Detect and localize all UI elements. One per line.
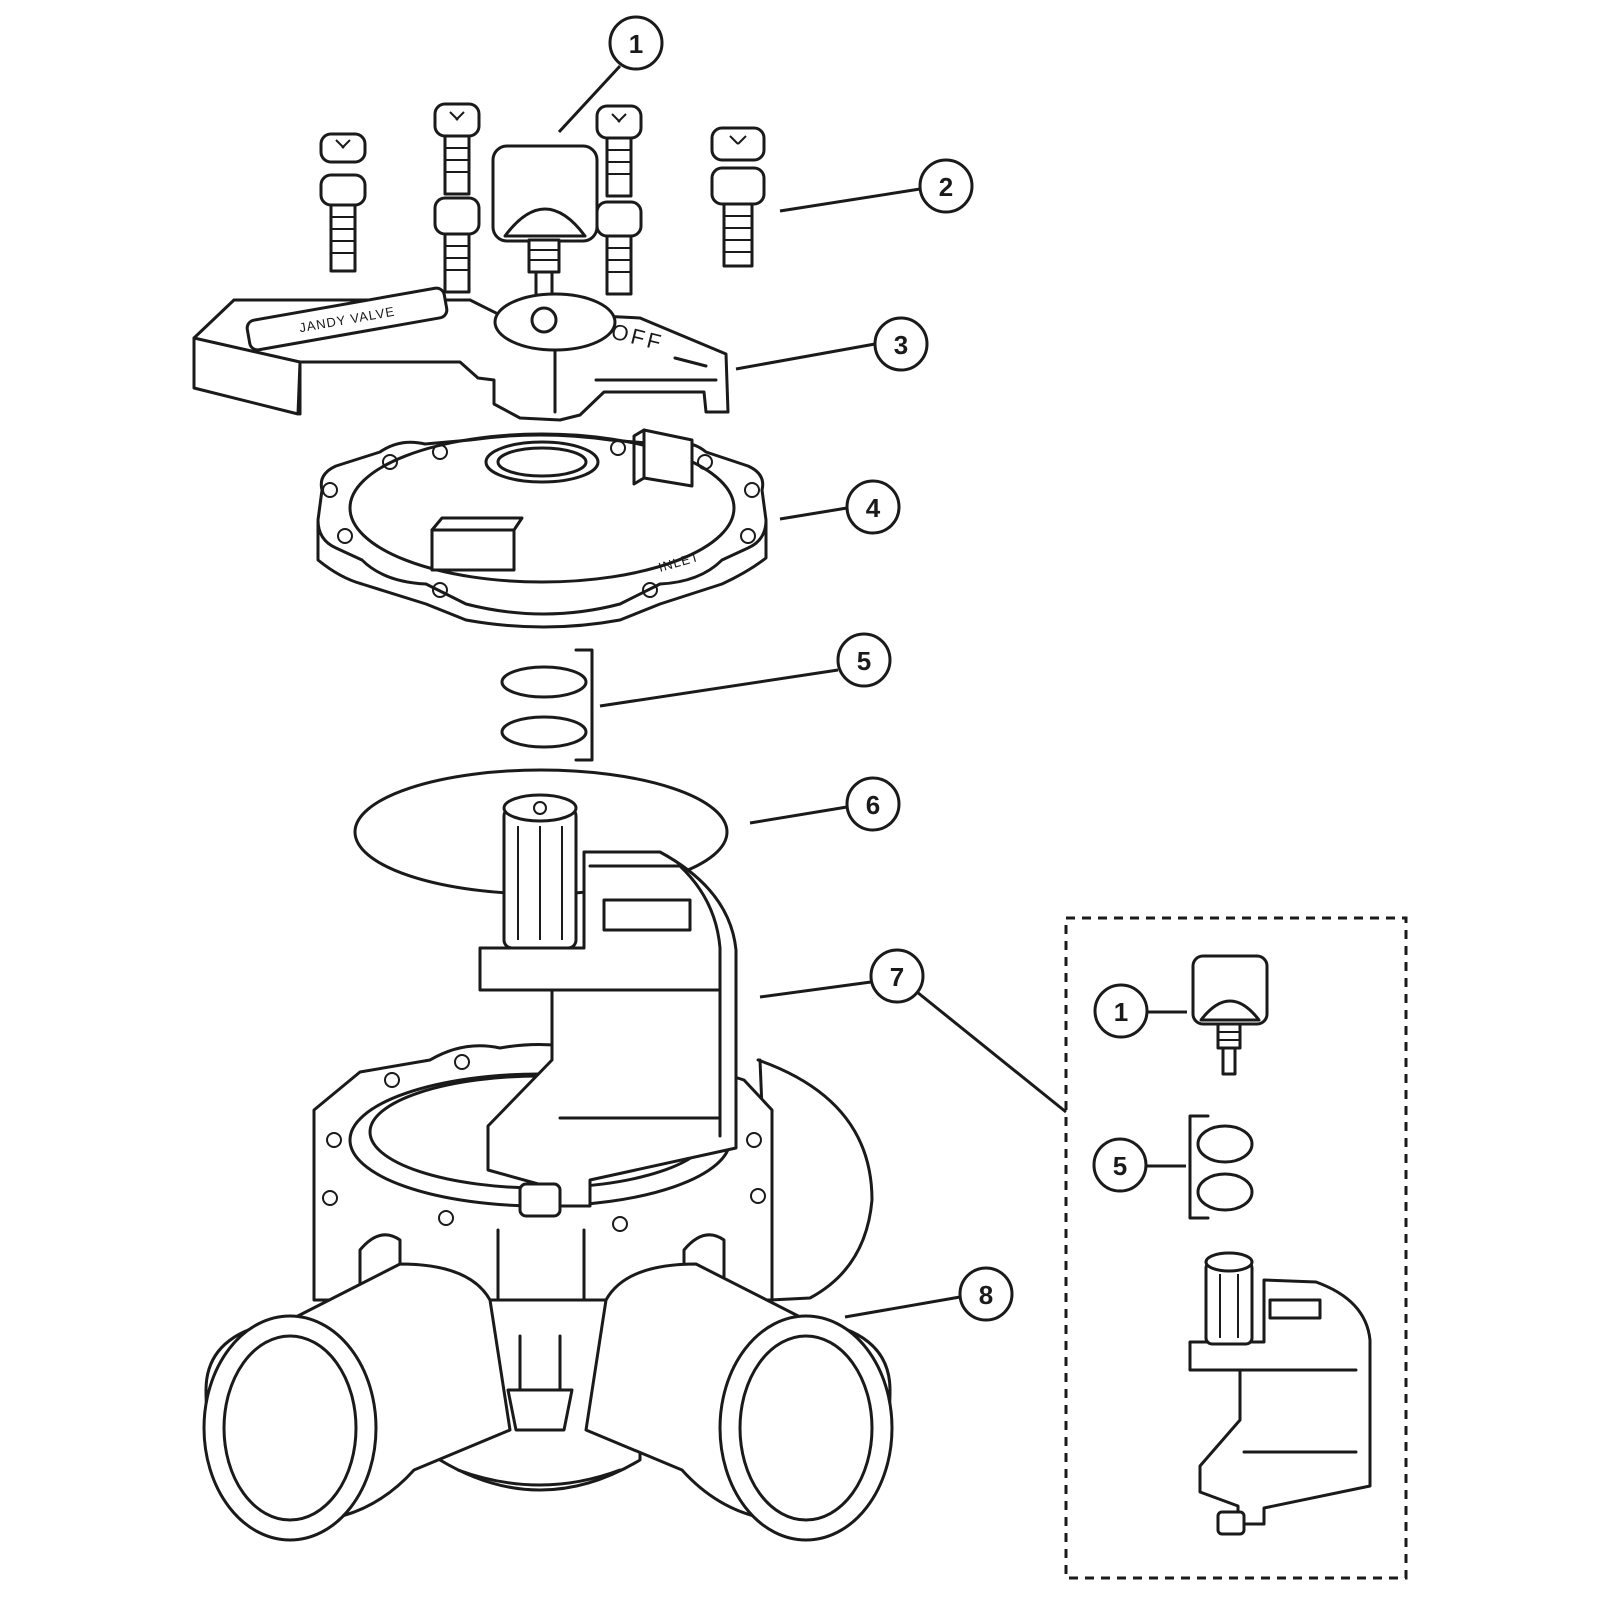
callout-7-label: 7 <box>890 962 904 992</box>
kit-knob <box>1191 954 1269 1076</box>
leader-lines <box>557 64 1187 1319</box>
kit-o-rings <box>1188 1114 1254 1220</box>
callout-3-label: 3 <box>894 330 908 360</box>
valve-handle: JANDY VALVE OFF <box>192 286 730 422</box>
kit-diverter <box>1188 1251 1372 1536</box>
callout-4: 4 <box>845 479 901 535</box>
callout-1-label: 1 <box>629 29 643 59</box>
callout-5-label: 5 <box>857 646 871 676</box>
callout-2-label: 2 <box>939 172 953 202</box>
callout-4-label: 4 <box>866 493 881 523</box>
screw <box>595 104 643 296</box>
screw <box>710 126 766 268</box>
kit-dashed-border <box>1064 916 1408 1580</box>
kit-callout-1-label: 1 <box>1114 997 1128 1027</box>
callout-8: 8 <box>958 1266 1014 1322</box>
callout-3: 3 <box>873 316 929 372</box>
o-ring-pair <box>500 648 594 762</box>
valve-cover: INLET <box>316 428 768 629</box>
replacement-kit <box>1064 916 1408 1580</box>
callout-6-label: 6 <box>866 790 880 820</box>
callout-8-label: 8 <box>979 1280 993 1310</box>
knob <box>491 144 599 314</box>
screw <box>319 132 367 273</box>
kit-callout-1: 1 <box>1093 983 1149 1039</box>
callout-1: 1 <box>608 15 664 71</box>
callout-2: 2 <box>918 158 974 214</box>
callout-5: 5 <box>836 632 892 688</box>
diverter <box>478 793 738 1218</box>
callout-7: 7 <box>869 948 925 1004</box>
kit-callout-5: 5 <box>1092 1137 1148 1193</box>
callout-6: 6 <box>845 776 901 832</box>
kit-callout-5-label: 5 <box>1113 1151 1127 1181</box>
screw <box>433 102 481 294</box>
